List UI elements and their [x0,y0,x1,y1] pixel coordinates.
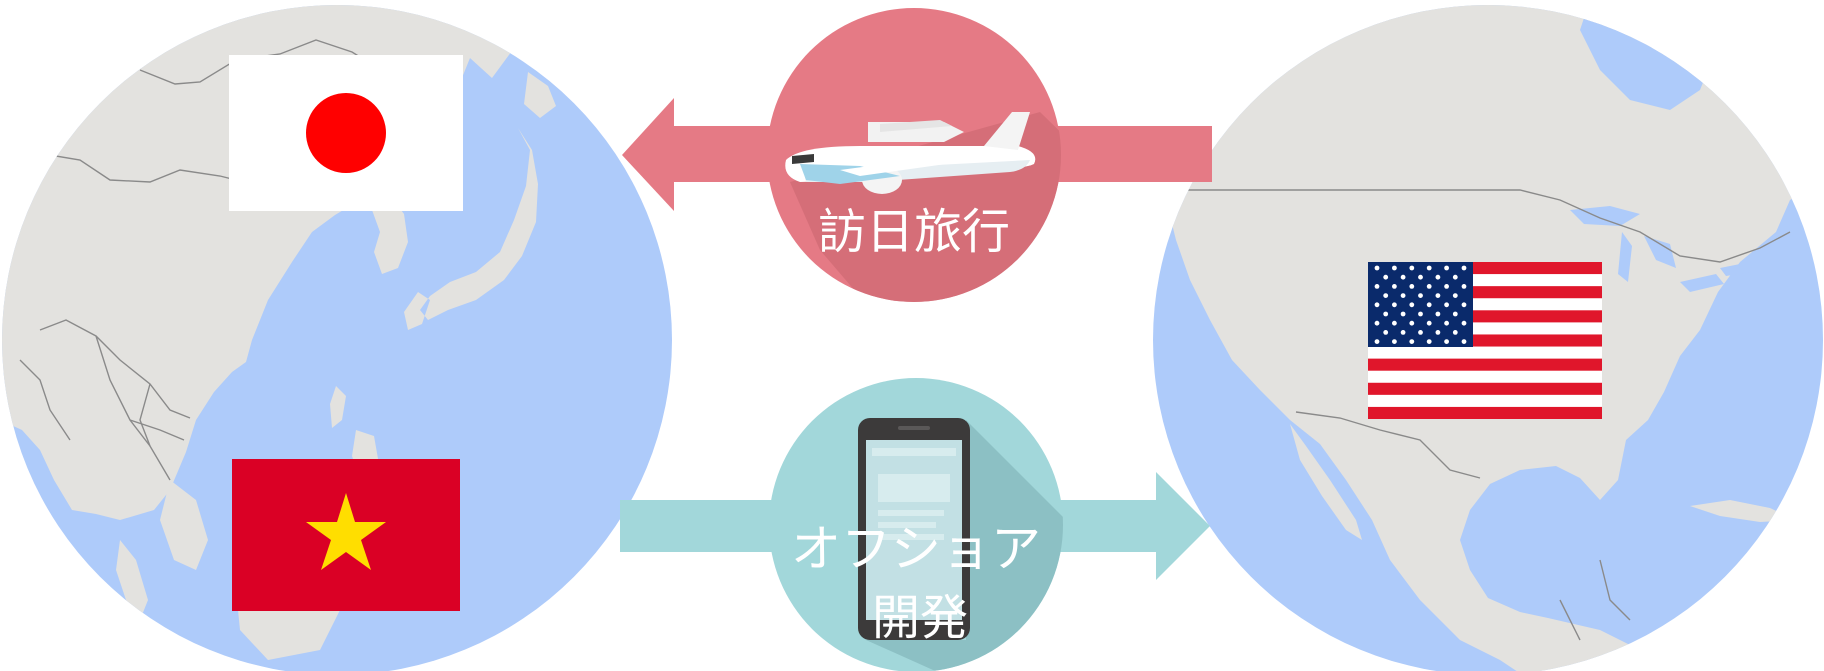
usa-flag-stars [1374,265,1467,344]
taiwan-island [330,386,346,428]
usa-flag-star [1452,274,1458,280]
vietnam-flag [232,459,460,611]
usa-flag-star [1444,284,1449,289]
usa-flag-stripe [1368,358,1602,371]
airplane-icon [785,112,1036,194]
usa-flag-star [1444,265,1449,271]
offshore-development-label-line2: 開発 [872,590,968,646]
usa-flag-star [1374,302,1380,308]
usa-flag-star [1435,293,1441,298]
korea-peninsula [372,198,408,274]
usa-flag-star [1444,339,1449,344]
usa-flag-star [1374,284,1380,289]
usa-flag-star [1409,284,1415,289]
usa-flag-stripe [1368,382,1602,395]
usa-flag [1368,262,1602,419]
usa-flag-star [1452,330,1458,335]
usa-flag-star [1400,311,1406,317]
usa-flag-star [1461,320,1467,326]
usa-flag-star [1418,293,1423,298]
vietnam-flag-star [306,493,386,570]
usa-flag-star [1400,274,1406,280]
usa-flag-star [1418,330,1423,335]
usa-flag-star [1409,320,1415,326]
usa-flag-star [1461,302,1467,308]
caribbean-islands [1800,518,1823,536]
usa-flag-star [1392,284,1397,289]
usa-flag-star [1426,265,1432,271]
usa-flag-star [1452,311,1458,317]
usa-flag-star [1444,302,1449,308]
smartphone-icon [858,418,970,640]
usa-flag-star [1409,339,1415,344]
cuba-island [1690,500,1796,522]
usa-flag-star [1392,302,1397,308]
japan-flag-sun [306,93,386,173]
usa-flag-star [1374,339,1380,344]
usa-flag-star [1452,293,1458,298]
japan-islands [404,72,556,330]
usa-flag-star [1461,265,1467,271]
malay-peninsula [116,540,148,620]
usa-flag-star [1461,339,1467,344]
usa-flag-star [1409,302,1415,308]
usa-flag-star [1383,330,1389,335]
usa-flag-star [1374,265,1380,271]
usa-flag-star [1444,320,1449,326]
inbound-travel-label: 訪日旅行 [818,204,1010,260]
usa-flag-star [1426,302,1432,308]
indochina-peninsula [160,480,208,570]
usa-flag-star [1409,265,1415,271]
usa-flag-star [1426,284,1432,289]
usa-flag-star [1418,274,1423,280]
baja-peninsula [1290,424,1362,540]
usa-flag-stripe [1368,406,1602,419]
usa-flag-star [1392,320,1397,326]
offshore-development-label-line1: オフショア [791,520,1041,578]
usa-flag-star [1400,330,1406,335]
usa-flag-star [1435,330,1441,335]
usa-flag-star [1383,293,1389,298]
usa-flag-star [1383,274,1389,280]
offshore-development-node: オフショア 開発 [769,378,1063,671]
usa-flag-star [1461,284,1467,289]
usa-flag-star [1418,311,1423,317]
usa-flag-star [1400,293,1406,298]
usa-flag-star [1392,339,1397,344]
usa-flag-stripes [1368,262,1602,419]
usa-flag-star [1374,320,1380,326]
japan-flag [229,55,463,211]
usa-flag-star [1426,339,1432,344]
na-country-borders [1176,189,1791,641]
usa-flag-star [1435,274,1441,280]
great-lakes [1570,206,1752,292]
usa-flag-star [1392,265,1397,271]
usa-flag-star [1383,311,1389,317]
usa-flag-star [1435,311,1441,317]
usa-flag-star [1426,320,1432,326]
